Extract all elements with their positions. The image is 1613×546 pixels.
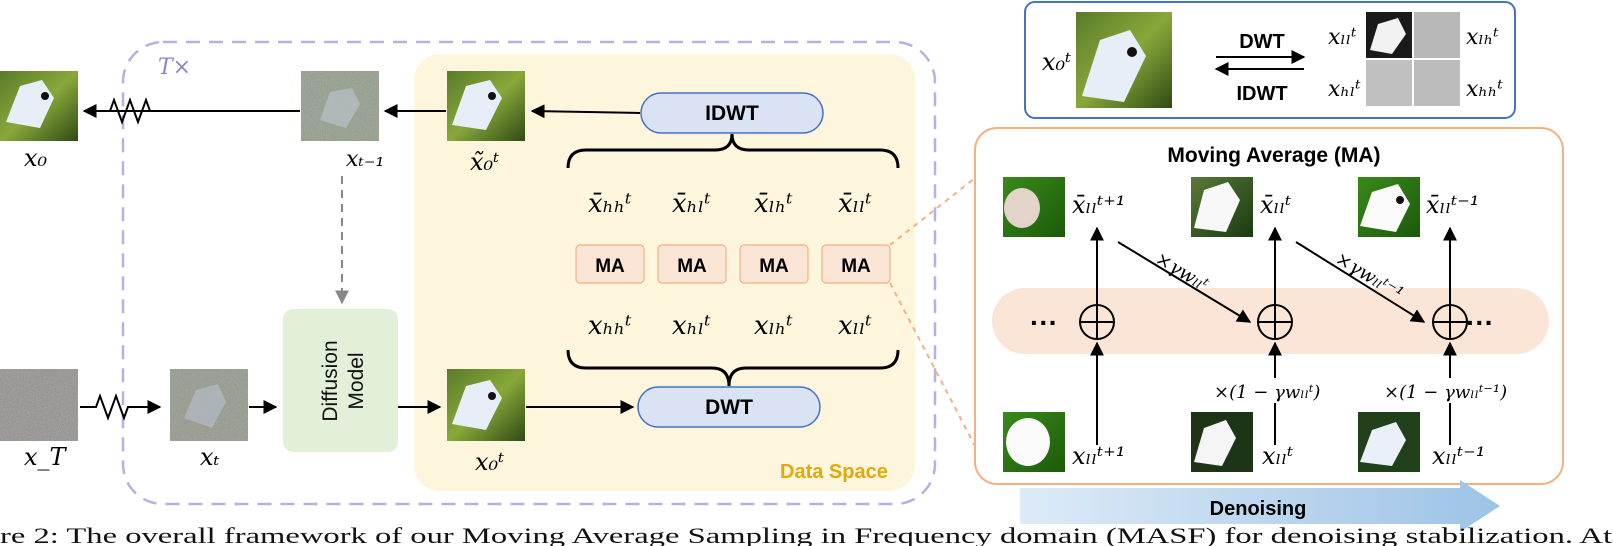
x-ll: xₗₗᵗ (838, 311, 872, 341)
image-x-t (170, 369, 248, 441)
data-space-label: Data Space (780, 461, 888, 483)
ma-block-hh: MA (575, 244, 645, 284)
image-x-t-minus-1 (301, 71, 379, 141)
one-minus-label-1: ×(1 − γwₗₗᵗ) (1214, 382, 1320, 403)
svg-text:MA: MA (595, 256, 625, 277)
ma-top-label-3: x̄ₗₗᵗ⁻¹ (1426, 191, 1479, 219)
ma-bottom-label-2: xₗₗᵗ (1262, 442, 1293, 470)
diffusion-model-label-2: Model (345, 352, 368, 409)
diffusion-model-label-1: Diffusion (319, 340, 342, 421)
label-x-T: x_T (24, 443, 68, 471)
ma-top-image-2 (1191, 177, 1253, 237)
label-x0: x₀ (24, 144, 48, 172)
svg-text:MA: MA (841, 256, 871, 277)
caption-fragment: re 2: The overall framework of our Movin… (0, 523, 1612, 546)
sum-node-1 (1079, 304, 1115, 340)
ma-top-image-1 (1003, 177, 1065, 237)
label-x0-t: x₀ᵗ (475, 448, 504, 476)
sum-node-3 (1432, 304, 1468, 340)
zoom-line-bottom (889, 282, 976, 447)
svg-text:MA: MA (677, 256, 707, 277)
bar-x-hh: x̄ₕₕᵗ (588, 189, 632, 219)
ma-top-label-1: x̄ₗₗᵗ⁺¹ (1072, 191, 1125, 219)
arrow-weight-2 (1295, 241, 1426, 323)
x-hl: xₕₗᵗ (672, 311, 711, 341)
sum-node-2 (1257, 304, 1293, 340)
legend-x-hl: xₕₗᵗ (1328, 77, 1361, 102)
svg-text:MA: MA (759, 256, 789, 277)
legend-x-ll: xₗₗᵗ (1328, 25, 1357, 50)
moving-average-title: Moving Average (MA) (1167, 144, 1380, 167)
t-times-label: T× (158, 55, 191, 80)
ma-top-label-2: x̄ₗₗᵗ (1260, 191, 1291, 219)
idwt-block (640, 92, 824, 134)
bar-x-ll: x̄ₗₗᵗ (838, 189, 872, 219)
denoising-label: Denoising (1210, 498, 1307, 520)
resistor-bottom (80, 393, 162, 421)
dwt-block (637, 386, 821, 428)
ma-block-hl: MA (657, 244, 727, 284)
denoising-arrow (1020, 480, 1500, 532)
dwt-label: DWT (705, 396, 753, 419)
x-lh: xₗₕᵗ (754, 311, 793, 341)
resistor-top (109, 97, 300, 125)
image-x0-t (447, 369, 525, 441)
dots-left: ··· (1030, 307, 1058, 338)
x-hh: xₕₕᵗ (588, 311, 632, 341)
bar-x-hl: x̄ₕₗᵗ (672, 189, 711, 219)
ma-top-image-3 (1358, 177, 1420, 237)
ma-bottom-image-3 (1358, 412, 1420, 472)
label-x-t: xₜ (200, 443, 220, 471)
legend-subband-grid (1366, 12, 1460, 106)
image-x-T (0, 369, 78, 441)
label-x0-tilde: x̃₀ᵗ (470, 148, 499, 176)
legend-x0: x₀ᵗ (1042, 48, 1071, 76)
legend-idwt-label: IDWT (1236, 83, 1287, 105)
legend-image-x0 (1076, 12, 1172, 108)
image-x0 (0, 71, 78, 141)
idwt-label: IDWT (705, 102, 759, 125)
ma-block-lh: MA (739, 244, 809, 284)
arrow-weight-1 (1117, 241, 1252, 323)
ma-bottom-label-3: xₗₗᵗ⁻¹ (1432, 442, 1485, 470)
ma-bottom-label-1: xₗₗᵗ⁺¹ (1072, 442, 1125, 470)
zoom-line-top (889, 177, 976, 246)
ma-block-ll: MA (821, 244, 891, 284)
arrow-idwt-to-x0tilde (530, 104, 641, 119)
one-minus-label-2: ×(1 − γwₗₗᵗ⁻¹) (1384, 382, 1507, 403)
diffusion-model-box (283, 309, 398, 452)
image-x0-tilde (447, 71, 525, 141)
bar-x-lh: x̄ₗₕᵗ (754, 189, 793, 219)
legend-dwt-label: DWT (1239, 31, 1285, 53)
brace-top (566, 133, 900, 169)
ma-bottom-image-1 (1003, 412, 1065, 472)
ma-bottom-image-2 (1191, 412, 1253, 472)
legend-x-hh: xₕₕᵗ (1466, 77, 1503, 102)
brace-bottom (566, 349, 900, 387)
legend-x-lh: xₗₕᵗ (1466, 25, 1499, 50)
label-x-t-minus-1: xₜ₋₁ (346, 147, 384, 172)
dots-right: ··· (1466, 307, 1494, 338)
